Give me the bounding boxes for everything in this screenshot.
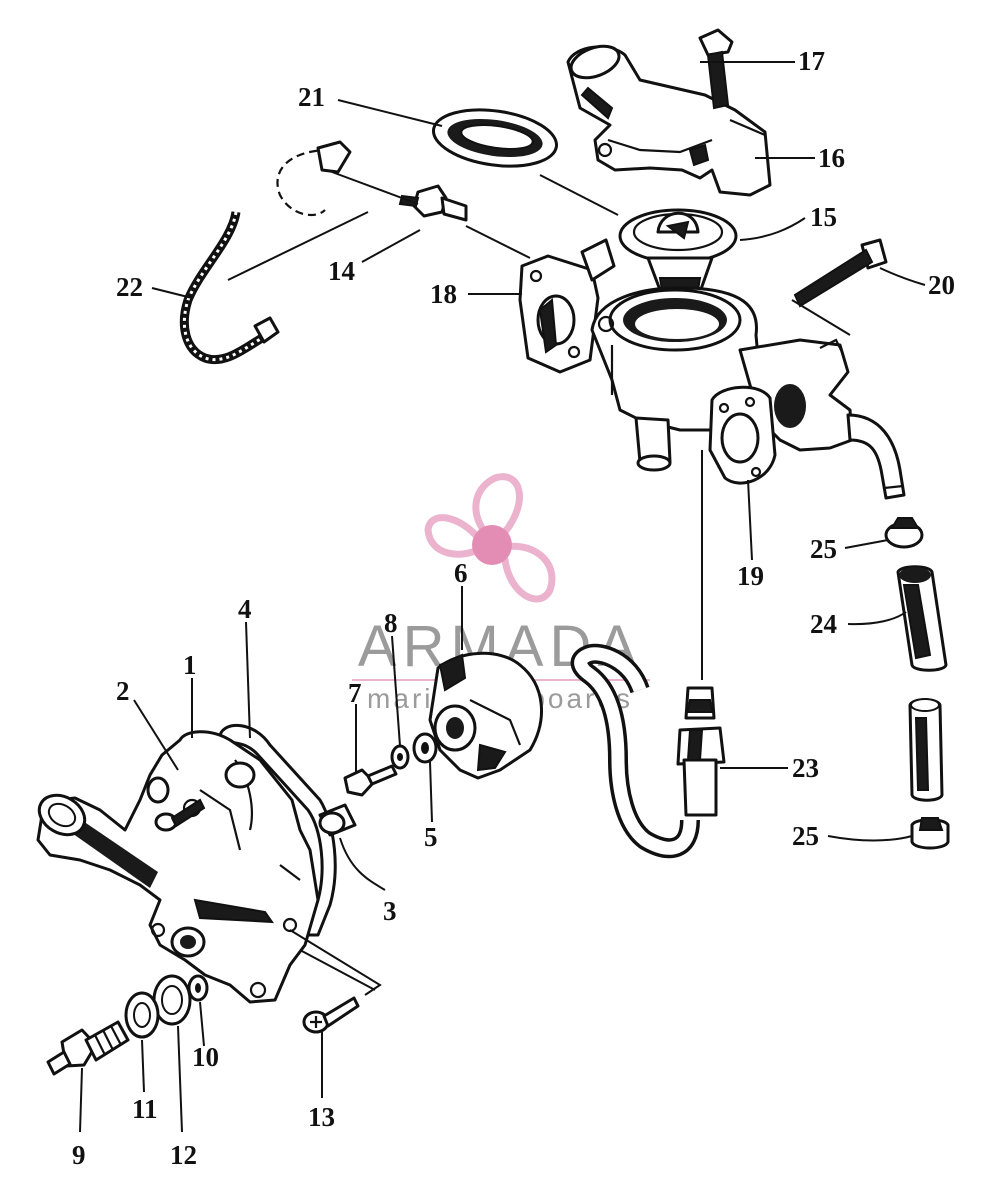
- assembly-lines-lower: [289, 929, 382, 996]
- part-8-washer: [390, 744, 410, 770]
- callout-23: 23: [792, 753, 819, 783]
- part-11-washer: [124, 991, 160, 1039]
- callout-10: 10: [192, 1042, 219, 1072]
- part-1-pump-body: [36, 730, 320, 1004]
- callout-20: 20: [928, 270, 955, 300]
- part-14-temp-sender: [398, 184, 468, 222]
- part-6-impeller-housing: [428, 651, 543, 780]
- part-22-wire-dashed: [276, 140, 419, 217]
- part-7-bolt: [343, 764, 398, 797]
- callout-2: 2: [116, 676, 130, 706]
- part-17-bolt: [698, 28, 734, 110]
- callout-13: 13: [308, 1102, 335, 1132]
- part-2-screw: [154, 798, 206, 832]
- callout-4: 4: [238, 594, 252, 624]
- part-4-gasket: [218, 723, 337, 937]
- callout-19: 19: [737, 561, 764, 591]
- assembly-lines: [227, 174, 703, 680]
- part-25-clamp-lower: [910, 817, 950, 850]
- callout-15: 15: [810, 202, 837, 232]
- callout-labels: 17 16 21 15 14 22 18 20 19 25 24 23 25 4…: [72, 46, 955, 1170]
- part-3-bushing: [318, 803, 357, 837]
- callout-9: 9: [72, 1140, 86, 1170]
- part-23-sensor-pipe: [570, 643, 726, 859]
- callout-24: 24: [810, 609, 837, 639]
- callout-1: 1: [183, 650, 197, 680]
- propeller-logo-icon: [424, 473, 556, 603]
- part-25-clamp-upper: [884, 517, 924, 549]
- callout-16: 16: [818, 143, 845, 173]
- callout-12: 12: [170, 1140, 197, 1170]
- part-19-gasket: [708, 385, 777, 485]
- callout-6: 6: [454, 558, 468, 588]
- callout-25-lower: 25: [792, 821, 819, 851]
- part-22-wire-lead: [179, 211, 280, 364]
- part-24-hose-upper: [896, 565, 948, 672]
- callout-14: 14: [328, 256, 355, 286]
- callout-3: 3: [383, 896, 397, 926]
- part-15-thermostat: [618, 208, 738, 294]
- callout-25-upper: 25: [810, 534, 837, 564]
- part-13-screw: [302, 996, 360, 1034]
- callout-7: 7: [348, 678, 362, 708]
- part-5-washer: [412, 732, 438, 764]
- callout-18: 18: [430, 279, 457, 309]
- part-21-gasket-ring: [431, 108, 559, 168]
- part-24-hose-lower: [908, 698, 944, 802]
- callout-8: 8: [384, 608, 398, 638]
- part-12-washer: [152, 974, 192, 1026]
- part-10-washer: [187, 974, 209, 1002]
- callout-11: 11: [132, 1094, 158, 1124]
- callout-leaders: [79, 61, 926, 1133]
- part-16-thermostat-cover: [566, 44, 772, 197]
- part-9-drain-plug: [46, 1020, 130, 1076]
- callout-5: 5: [424, 822, 438, 852]
- callout-21: 21: [298, 82, 325, 112]
- callout-17: 17: [798, 46, 825, 76]
- part-20-bolt: [791, 238, 888, 336]
- callout-22: 22: [116, 272, 143, 302]
